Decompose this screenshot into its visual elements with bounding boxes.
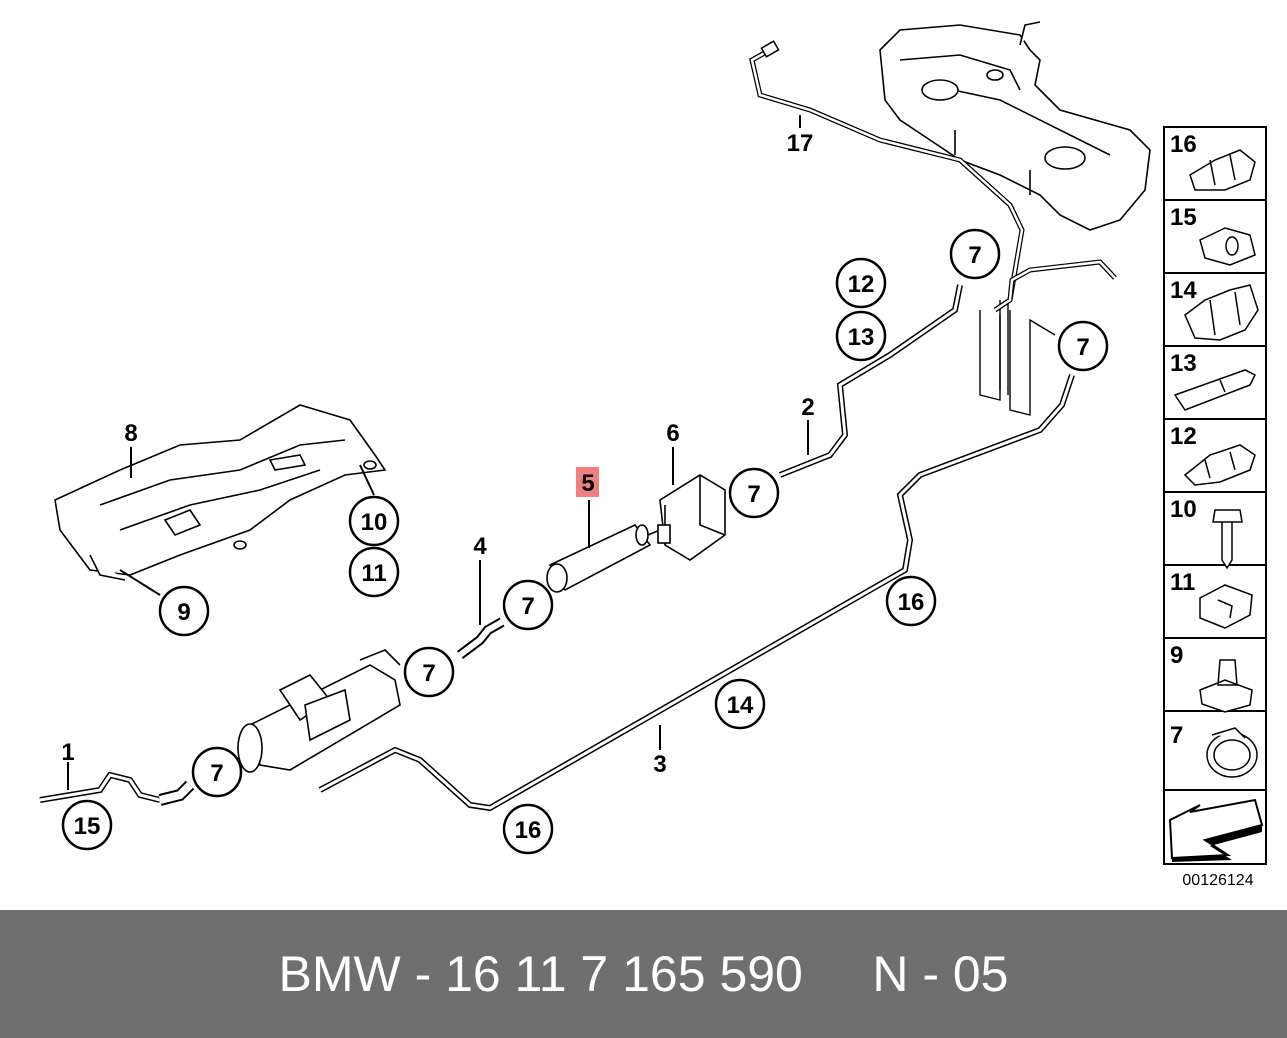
circle-15: 15 — [61, 799, 113, 851]
part-number-title: BMW - 16 11 7 165 590 N - 05 — [278, 946, 1009, 1002]
highlight-5 — [576, 467, 599, 497]
label-3: 3 — [653, 751, 666, 778]
clip-14-icon — [1184, 284, 1259, 341]
side-item-10: 10 — [1170, 496, 1197, 523]
svg-text:9: 9 — [177, 599, 190, 626]
svg-text:16: 16 — [898, 589, 925, 616]
side-item-9: 9 — [1170, 642, 1183, 669]
screw-10-icon — [1212, 509, 1243, 570]
circle-16a: 16 — [885, 575, 937, 627]
circle-7c: 7 — [728, 467, 780, 519]
label-4: 4 — [473, 533, 487, 560]
svg-text:7: 7 — [747, 481, 760, 508]
side-item-12: 12 — [1170, 423, 1197, 450]
fuel-tank-drawing — [879, 21, 1151, 231]
circle-16b: 16 — [502, 803, 554, 855]
hose-bracket-drawing — [979, 300, 1056, 416]
footer-bar: BMW - 16 11 7 165 590 N - 05 — [0, 910, 1287, 1038]
leader-lines — [67, 115, 809, 790]
bracket-13-icon — [1173, 369, 1257, 411]
diagram-number: 00126124 — [1182, 872, 1253, 889]
label-17: 17 — [787, 130, 814, 157]
circle-7b: 7 — [1057, 320, 1109, 372]
fuel-filter-drawing — [237, 649, 401, 773]
svg-text:15: 15 — [74, 813, 101, 840]
clip-11-icon — [1199, 584, 1253, 629]
clip-16-icon — [1189, 149, 1256, 191]
nut-9-icon — [1199, 659, 1253, 713]
circle-12: 12 — [835, 257, 887, 309]
label-1: 1 — [61, 739, 74, 766]
part-6-drawing — [657, 474, 726, 561]
label-8: 8 — [124, 420, 137, 447]
front-arrow-icon — [1168, 798, 1264, 862]
circle-7d: 7 — [502, 579, 554, 631]
svg-text:7: 7 — [422, 660, 435, 687]
circle-9: 9 — [158, 585, 210, 637]
svg-text:16: 16 — [515, 817, 542, 844]
part-5-drawing — [546, 523, 661, 593]
svg-text:12: 12 — [848, 271, 875, 298]
circle-11: 11 — [348, 546, 400, 598]
circle-14: 14 — [714, 678, 766, 730]
clip-12-icon — [1183, 444, 1256, 486]
label-2: 2 — [801, 394, 814, 421]
side-item-16: 16 — [1170, 131, 1197, 158]
heat-shield-drawing — [54, 404, 387, 581]
svg-text:10: 10 — [361, 509, 388, 536]
circle-7a: 7 — [949, 228, 1001, 280]
parts-diagram: 1 2 3 4 5 6 8 17 7 7 7 7 7 7 9 10 11 12 … — [39, 21, 1267, 889]
side-item-11: 11 — [1170, 569, 1195, 596]
side-item-7: 7 — [1170, 722, 1183, 749]
svg-text:7: 7 — [210, 760, 223, 787]
svg-text:7: 7 — [1076, 334, 1089, 361]
circle-13: 13 — [835, 310, 887, 362]
label-6: 6 — [666, 420, 679, 447]
side-item-15: 15 — [1170, 204, 1197, 231]
side-item-13: 13 — [1170, 350, 1197, 377]
svg-text:7: 7 — [968, 242, 981, 269]
circle-10: 10 — [348, 495, 400, 547]
svg-text:11: 11 — [361, 560, 386, 587]
side-item-14: 14 — [1170, 277, 1197, 304]
svg-text:7: 7 — [521, 593, 534, 620]
svg-text:13: 13 — [848, 324, 875, 351]
side-panel: 16 15 14 13 12 10 11 9 7 — [1163, 126, 1267, 865]
fuel-line-3 — [318, 374, 1075, 812]
svg-text:14: 14 — [727, 692, 754, 719]
circle-7e: 7 — [403, 646, 455, 698]
label-5: 5 — [581, 470, 594, 497]
circle-7f: 7 — [191, 746, 243, 798]
